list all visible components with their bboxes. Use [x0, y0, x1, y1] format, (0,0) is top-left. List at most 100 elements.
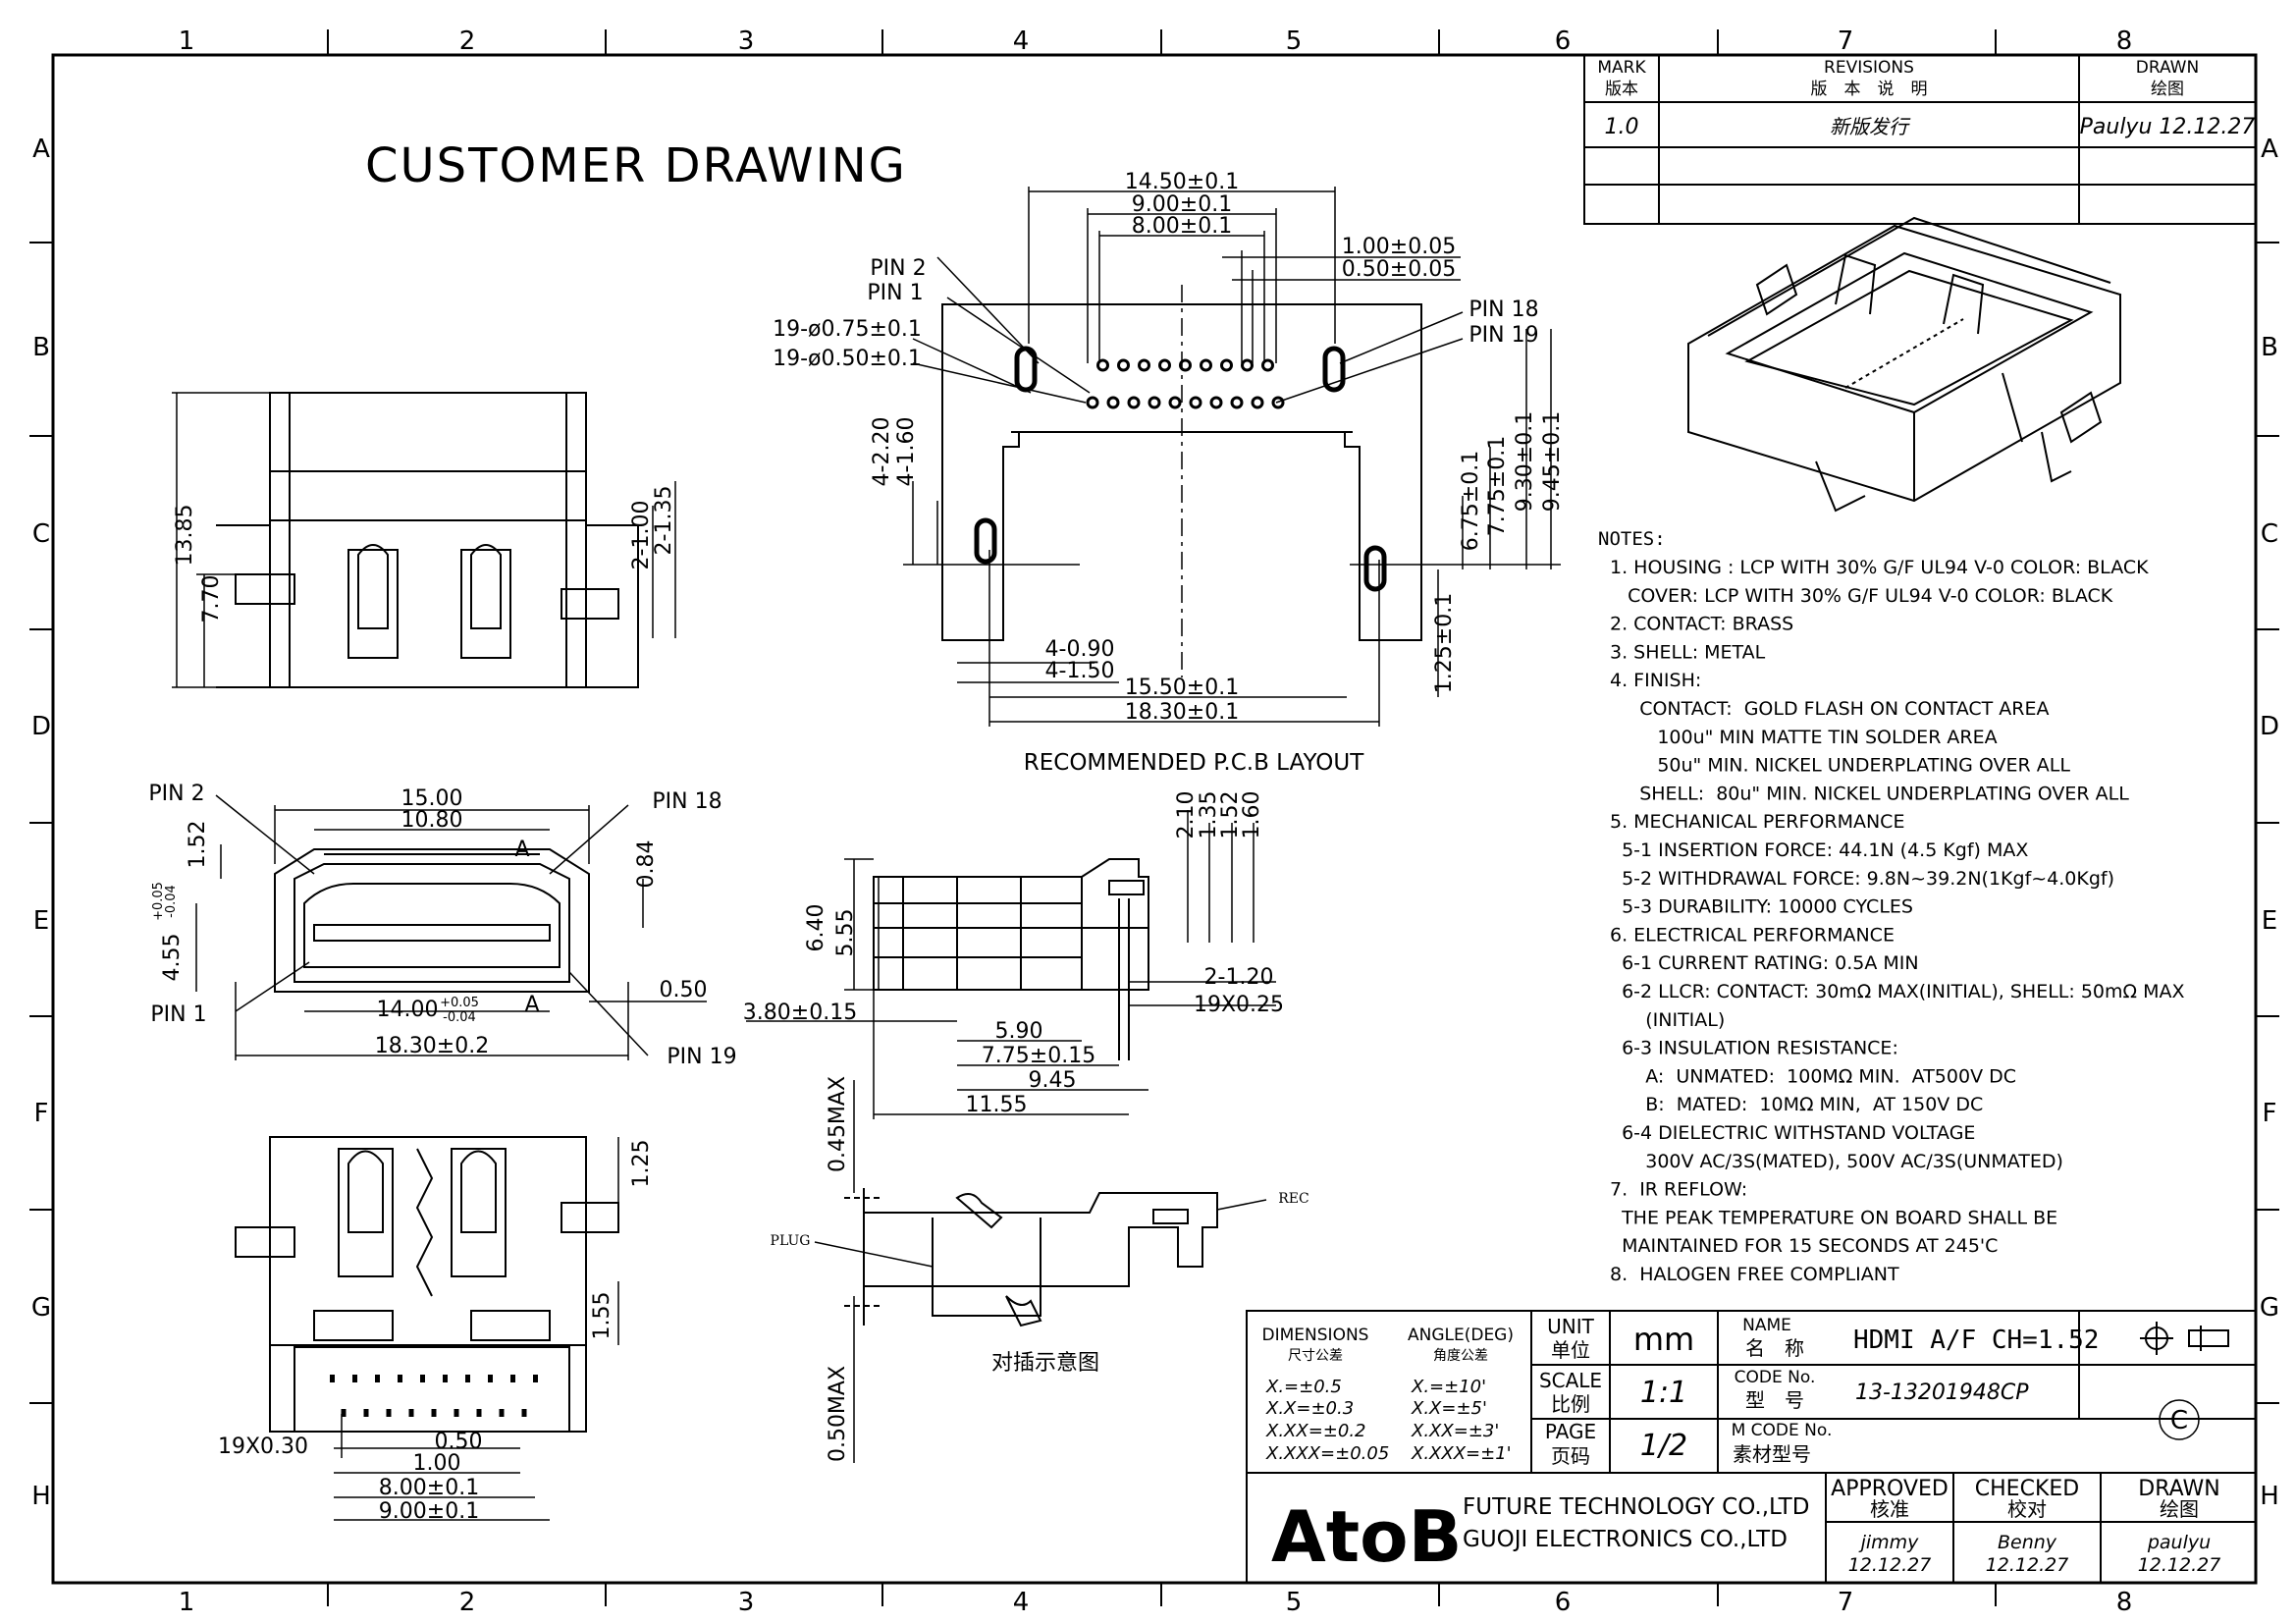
dim-label: 1.00±0.05	[1342, 235, 1456, 259]
pcb-pad	[1117, 358, 1130, 372]
tb-page-label-cn: 页码	[1551, 1444, 1590, 1468]
rev-desc-header: REVISIONS	[1824, 58, 1914, 78]
tb-tol-dim: X.=±0.5	[1265, 1377, 1342, 1397]
projection-symbol	[2140, 1322, 2229, 1355]
col-label: 6	[1555, 27, 1572, 56]
dim-label: -0.04	[443, 1010, 476, 1025]
tb-approved-label-cn: 核准	[1870, 1497, 1909, 1521]
dim-label: 14.00	[377, 998, 439, 1022]
dim-label: 1.25	[629, 1140, 654, 1188]
dim-label: 18.30±0.2	[375, 1034, 489, 1058]
tb-checked-label: CHECKED	[1975, 1477, 2079, 1501]
bottom-pin	[521, 1409, 527, 1417]
mating-caption: 对插示意图	[991, 1351, 1099, 1376]
pcb-pad	[1271, 396, 1285, 409]
note-line: 5. MECHANICAL PERFORMANCE	[1610, 811, 1904, 833]
bottom-pin	[341, 1409, 347, 1417]
tb-name-value: HDMI A/F CH=1.52	[1853, 1326, 2099, 1355]
note-line: 2. CONTACT: BRASS	[1610, 614, 1793, 635]
note-line: COVER: LCP WITH 30% G/F UL94 V-0 COLOR: …	[1610, 585, 2113, 607]
tb-code-value: 13-13201948CP	[1855, 1380, 2029, 1405]
row-label: C	[2261, 519, 2278, 549]
bottom-pin	[431, 1409, 437, 1417]
dim-label: 2-1.00	[629, 501, 654, 570]
dim-label: 13.85	[173, 505, 197, 567]
pin-label: PIN 19	[667, 1045, 736, 1069]
dim-label: 2-1.20	[1204, 965, 1274, 990]
copyright-circle	[2159, 1399, 2200, 1440]
rev-drawn-header-cn: 绘图	[2151, 80, 2184, 99]
bottom-pin	[465, 1375, 470, 1382]
bottom-view: 1.25 1.55 19X0.30 0.50 1.00 8.00±0.1 9.0…	[218, 1136, 654, 1524]
bottom-pin	[352, 1375, 357, 1382]
tb-tol-dim: X.X=±0.3	[1265, 1398, 1354, 1419]
tb-copyright: C	[2170, 1406, 2188, 1435]
dim-label: 1.52	[186, 821, 210, 869]
dim-label: 8.00±0.1	[379, 1476, 479, 1500]
tb-mcode-label: M CODE No.	[1732, 1421, 1833, 1440]
tb-tol-dim: X.XX=±0.2	[1265, 1421, 1366, 1441]
dim-label: 1.00	[413, 1451, 461, 1476]
row-label: B	[2261, 333, 2278, 362]
bottom-pin	[488, 1375, 493, 1382]
tb-checked-label-cn: 校对	[2007, 1497, 2047, 1521]
revision-table: MARK 版本 REVISIONS 版 本 说 明 DRAWN 绘图 1.0 新…	[1583, 54, 2257, 225]
mating-plug-label: PLUG	[771, 1233, 811, 1249]
note-line: 6-2 LLCR: CONTACT: 30mΩ MAX(INITIAL), SH…	[1610, 981, 2184, 1002]
dim-label: 9.00±0.1	[1132, 192, 1232, 217]
tb-angle-label-cn: 角度公差	[1433, 1348, 1488, 1364]
bottom-pin	[408, 1409, 414, 1417]
tb-name-label: NAME	[1742, 1316, 1791, 1335]
bottom-pin	[330, 1375, 335, 1382]
pcb-pad	[1261, 358, 1274, 372]
rev-mark-value: 1.0	[1605, 115, 1639, 139]
dim-label: A	[524, 993, 539, 1017]
pcb-pad	[1230, 396, 1244, 409]
col-label: 2	[459, 1588, 476, 1617]
pcb-pad	[1158, 358, 1171, 372]
title-block: DIMENSIONS 尺寸公差 ANGLE(DEG) 角度公差 UNIT 单位 …	[1246, 1310, 2257, 1584]
dim-label: 9.45±0.1	[1540, 411, 1565, 512]
tb-angle-label: ANGLE(DEG)	[1408, 1326, 1514, 1345]
bottom-pin	[398, 1375, 402, 1382]
note-line: 1. HOUSING : LCP WITH 30% G/F UL94 V-0 C…	[1610, 557, 2149, 578]
note-line: CONTACT: GOLD FLASH ON CONTACT AREA	[1610, 698, 2050, 720]
dim-label: 7.70	[199, 575, 224, 623]
dim-label: 4-2.20	[870, 417, 894, 487]
tb-mcode-label-cn: 素材型号	[1733, 1442, 1811, 1466]
bottom-pin	[533, 1375, 538, 1382]
rev-mark-header: MARK	[1597, 58, 1646, 78]
bottom-pin	[386, 1409, 392, 1417]
mating-rec-label: REC	[1278, 1191, 1308, 1207]
bottom-pin	[454, 1409, 459, 1417]
dim-label: 11.55	[966, 1093, 1028, 1117]
dim-label: 7.75±0.15	[982, 1044, 1095, 1068]
dim-label: 9.45	[1029, 1068, 1077, 1093]
notes-block: NOTES: 1. HOUSING : LCP WITH 30% G/F UL9…	[1598, 528, 2184, 1285]
pin-label: PIN 18	[1468, 298, 1538, 322]
bottom-pin	[375, 1375, 380, 1382]
bottom-pin	[363, 1409, 369, 1417]
tb-tol-ang: X.XXX=±1'	[1411, 1443, 1512, 1464]
dim-label: 1.60	[1240, 791, 1264, 839]
tb-code-label: CODE No.	[1735, 1368, 1816, 1387]
col-label: 1	[179, 27, 195, 56]
dim-label: -0.04	[164, 885, 179, 918]
pcb-slots	[974, 346, 1387, 592]
col-label: 6	[1555, 1588, 1572, 1617]
tb-checked-name: Benny	[1998, 1532, 2057, 1553]
dim-label: +0.05	[440, 996, 479, 1010]
row-label: B	[32, 333, 50, 362]
dim-label: 4-1.50	[1045, 659, 1115, 683]
dim-label: 5.90	[995, 1019, 1043, 1044]
note-line: 8. HALOGEN FREE COMPLIANT	[1610, 1264, 1899, 1285]
note-line: 3. SHELL: METAL	[1610, 641, 1766, 663]
row-label: A	[2261, 135, 2278, 164]
tb-dimensions-label-cn: 尺寸公差	[1288, 1348, 1343, 1364]
tb-approved-label: APPROVED	[1831, 1477, 1949, 1501]
rev-desc-value: 新版发行	[1830, 115, 1911, 138]
row-label: H	[31, 1482, 51, 1511]
mating-max-label: 0.50MAX	[826, 1366, 850, 1462]
note-line: A: UNMATED: 100MΩ MIN. AT500V DC	[1610, 1065, 2016, 1087]
